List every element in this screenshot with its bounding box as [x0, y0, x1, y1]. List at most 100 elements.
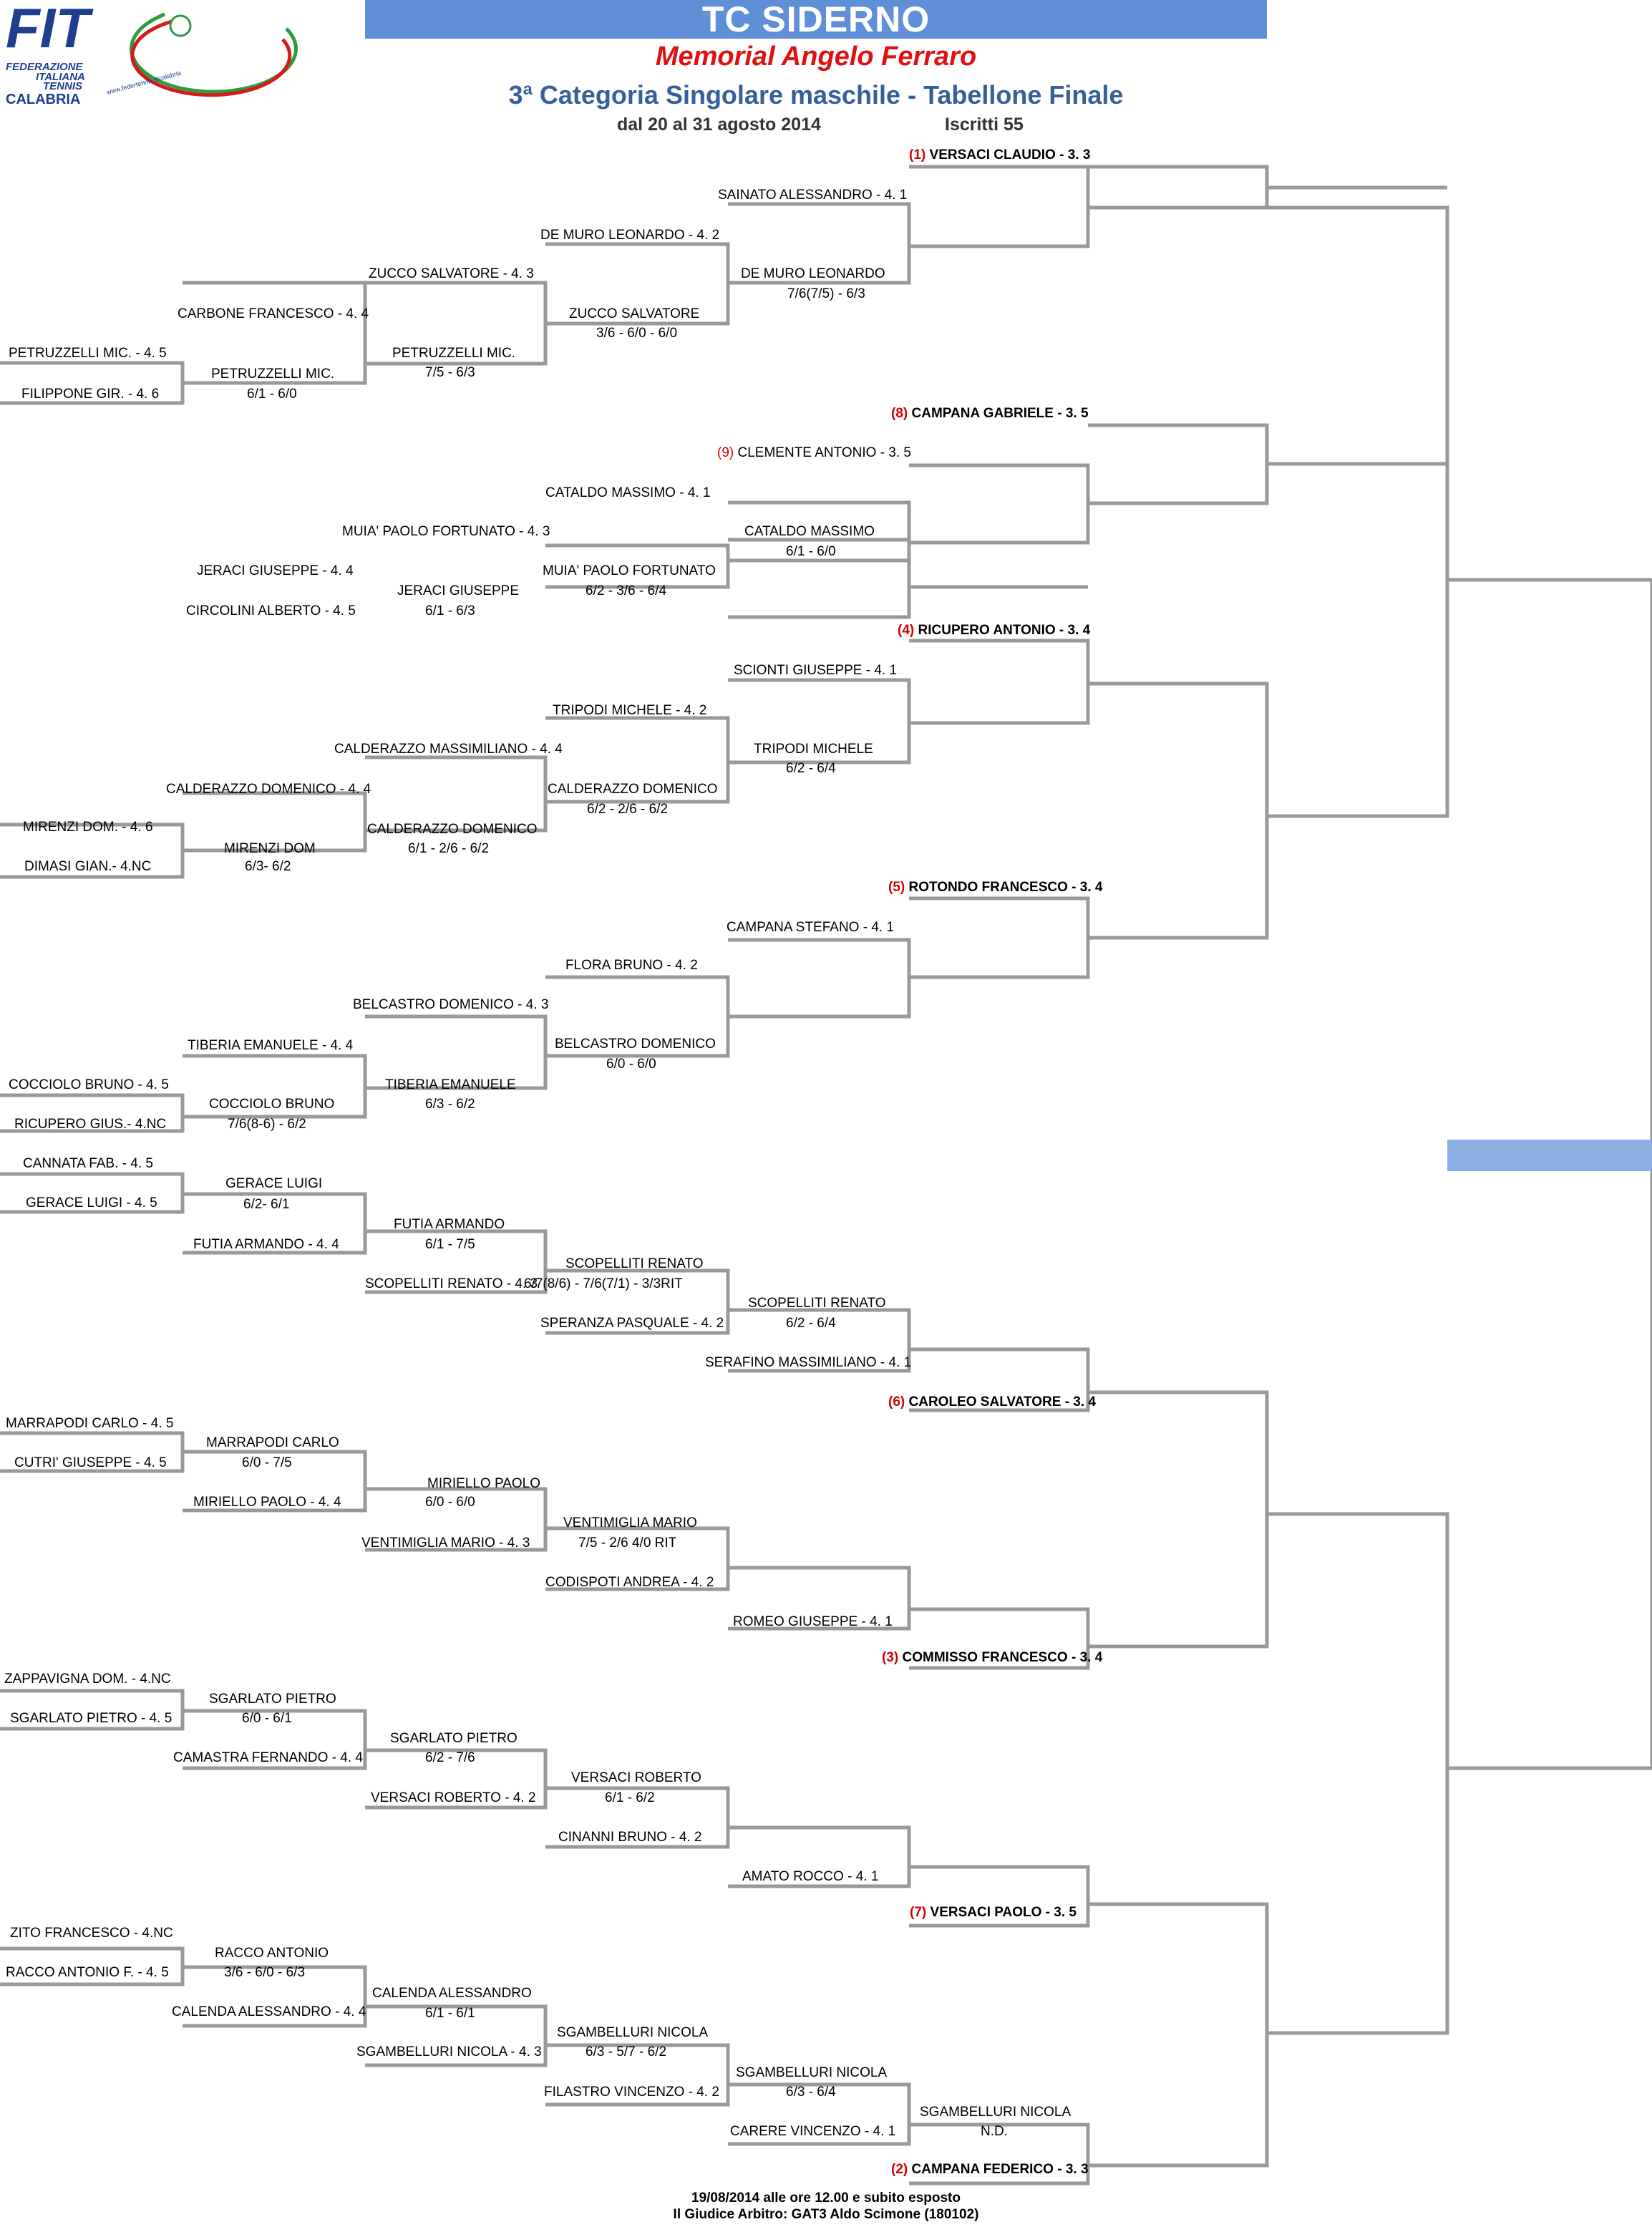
bracket-label: 6/2 - 3/6 - 6/4 [586, 583, 666, 599]
fit-calabria-logo: FIT FEDERAZIONE ITALIANA TENNIS CALABRIA… [6, 0, 298, 107]
label-text: RICUPERO ANTONIO - 3. 4 [918, 623, 1091, 638]
event-dates: dal 20 al 31 agosto 2014 [617, 115, 821, 135]
label-text: 6/1 - 7/5 [425, 1237, 475, 1252]
bracket-label: ZUCCO SALVATORE - 4. 3 [369, 266, 534, 282]
match-bracket [365, 1014, 548, 1090]
label-text: CINANNI BRUNO - 4. 2 [558, 1830, 702, 1845]
match-bracket [909, 1347, 1090, 1412]
label-text: MIRIELLO PAOLO [427, 1476, 541, 1491]
bracket-label: CIRCOLINI ALBERTO - 4. 5 [186, 603, 356, 619]
label-text: 6/3 - 6/4 [786, 2085, 836, 2100]
label-text: TIBERIA EMANUELE - 4. 4 [188, 1038, 354, 1053]
label-text: 6/1 - 2/6 - 6/2 [408, 841, 490, 856]
match-bracket [728, 938, 911, 1019]
label-text: FILIPPONE GIR. - 4. 6 [21, 387, 160, 402]
seed-number: (5) [888, 880, 905, 895]
label-text: CALDERAZZO DOMENICO [548, 782, 718, 797]
label-text: ROTONDO FRANCESCO - 3. 4 [908, 880, 1103, 895]
label-text: SGAMBELLURI NICOLA [736, 2065, 888, 2080]
label-text: 6/0 - 6/0 [606, 1057, 656, 1072]
bracket-label: CATALDO MASSIMO - 4. 1 [545, 485, 711, 501]
label-text: VERSACI CLAUDIO - 3. 3 [929, 147, 1091, 162]
label-text: JERACI GIUSEPPE [397, 583, 519, 598]
bracket-label: 7/5 - 6/3 [425, 365, 475, 381]
label-text: SCOPELLITI RENATO - 4. 3 [365, 1276, 538, 1291]
label-text: SPERANZA PASQUALE - 4. 2 [540, 1316, 724, 1331]
club-banner: TC SIDERNO [365, 0, 1267, 39]
bracket-label: N.D. [981, 2124, 1008, 2140]
label-text: SGAMBELLURI NICOLA [557, 2025, 709, 2040]
bracket-label: 6/1 - 6/3 [425, 603, 475, 619]
label-text: TRIPODI MICHELE [754, 742, 873, 757]
seed-player-label: (5) ROTONDO FRANCESCO - 3. 4 [888, 880, 1102, 896]
bracket-label: 6/3- 6/2 [245, 859, 291, 875]
label-text: JERACI GIUSEPPE - 4. 4 [197, 563, 354, 578]
bracket-label: CINANNI BRUNO - 4. 2 [558, 1830, 702, 1845]
label-text: FUTIA ARMANDO [394, 1217, 505, 1232]
match-bracket [728, 202, 911, 285]
bracket-label: (9) CLEMENTE ANTONIO - 3. 5 [717, 445, 911, 461]
label-text: SGARLATO PIETRO - 4. 5 [10, 1711, 173, 1726]
bracket-label: SGARLATO PIETRO - 4. 5 [10, 1711, 172, 1727]
bracket-label: MARRAPODI CARLO - 4. 5 [6, 1416, 173, 1432]
bracket-label: ZITO FRANCESCO - 4.NC [10, 1926, 173, 1941]
label-text: 6/2- 6/1 [243, 1197, 290, 1212]
bracket-label: CALENDA ALESSANDRO - 4. 4 [172, 2004, 366, 2020]
match-bracket [183, 281, 367, 385]
match-bracket [545, 1526, 730, 1591]
bracket-label: AMATO ROCCO - 4. 1 [742, 1869, 878, 1885]
label-text: SCIONTI GIUSEPPE - 4. 1 [734, 663, 898, 678]
winner-slot [1447, 1140, 1652, 1171]
bracket-label: VENTIMIGLIA MARIO - 4. 3 [361, 1535, 530, 1551]
bracket-label: SGAMBELLURI NICOLA [557, 2025, 708, 2041]
label-text: ZITO FRANCESCO - 4.NC [10, 1926, 173, 1941]
label-text: TIBERIA EMANUELE [385, 1077, 516, 1092]
bracket-label: DE MURO LEONARDO - 4. 2 [540, 228, 719, 243]
match-bracket [545, 716, 730, 804]
label-text: CALENDA ALESSANDRO - 4. 4 [172, 2004, 366, 2019]
bracket-label: MUIA' PAOLO FORTUNATO [543, 563, 716, 579]
match-bracket [365, 755, 548, 833]
bracket-label: MIRIELLO PAOLO [427, 1476, 540, 1492]
bracket-label: VERSACI ROBERTO [571, 1770, 701, 1786]
match-bracket [728, 1825, 911, 1888]
label-text: SGARLATO PIETRO [390, 1731, 518, 1746]
bracket-label: DE MURO LEONARDO [741, 266, 885, 282]
bracket-label: RACCO ANTONIO F. - 4. 5 [6, 1965, 169, 1981]
bracket-label: CALDERAZZO DOMENICO - 4. 4 [166, 782, 371, 797]
bracket-label: SGARLATO PIETRO [209, 1692, 336, 1707]
label-text: COCCIOLO BRUNO [209, 1097, 335, 1112]
match-bracket [1447, 578, 1652, 1770]
bracket-label: TRIPODI MICHELE [754, 742, 873, 757]
bracket-label: TIBERIA EMANUELE [385, 1077, 516, 1093]
label-text: 6/3- 6/2 [245, 859, 291, 874]
bracket-label: CAMPANA STEFANO - 4. 1 [727, 920, 894, 936]
seed-number: (6) [888, 1394, 905, 1410]
label-text: 6/2 - 6/4 [786, 761, 836, 776]
label-text: FILASTRO VINCENZO - 4. 2 [544, 2085, 719, 2100]
match-bracket [183, 1450, 367, 1513]
label-text: PETRUZZELLI MIC. - 4. 5 [9, 346, 167, 361]
label-text: MIRENZI DOM [224, 841, 316, 856]
event-title: Memorial Angelo Ferraro [655, 42, 977, 72]
match-bracket [728, 1566, 911, 1631]
label-text: CAROLEO SALVATORE - 3. 4 [908, 1394, 1096, 1410]
label-text: AMATO ROCCO - 4. 1 [742, 1869, 879, 1884]
match-bracket [909, 463, 1090, 545]
label-text: MUIA' PAOLO FORTUNATO - 4. 3 [342, 524, 550, 539]
bracket-label: TRIPODI MICHELE - 4. 2 [553, 703, 706, 719]
label-text: 6/2 - 2/6 - 6/2 [587, 802, 669, 817]
label-text: MARRAPODI CARLO - 4. 5 [6, 1416, 174, 1431]
bracket-label: TIBERIA EMANUELE - 4. 4 [188, 1038, 353, 1054]
label-text: 6/1 - 6/0 [247, 387, 297, 402]
bracket-label: FILIPPONE GIR. - 4. 6 [21, 387, 159, 402]
label-text: RICUPERO GIUS.- 4.NC [14, 1117, 167, 1132]
match-bracket [1088, 1390, 1269, 1649]
bracket-label: RICUPERO GIUS.- 4.NC [14, 1117, 166, 1132]
label-text: 7/5 - 6/3 [425, 365, 475, 380]
label-text: PETRUZZELLI MIC. [211, 367, 335, 382]
match-bracket [728, 2082, 911, 2146]
seed-number: (9) [717, 445, 734, 460]
referee-note: Il Giudice Arbitro: GAT3 Aldo Scimone (1… [673, 2207, 979, 2222]
match-bracket [728, 1308, 911, 1373]
